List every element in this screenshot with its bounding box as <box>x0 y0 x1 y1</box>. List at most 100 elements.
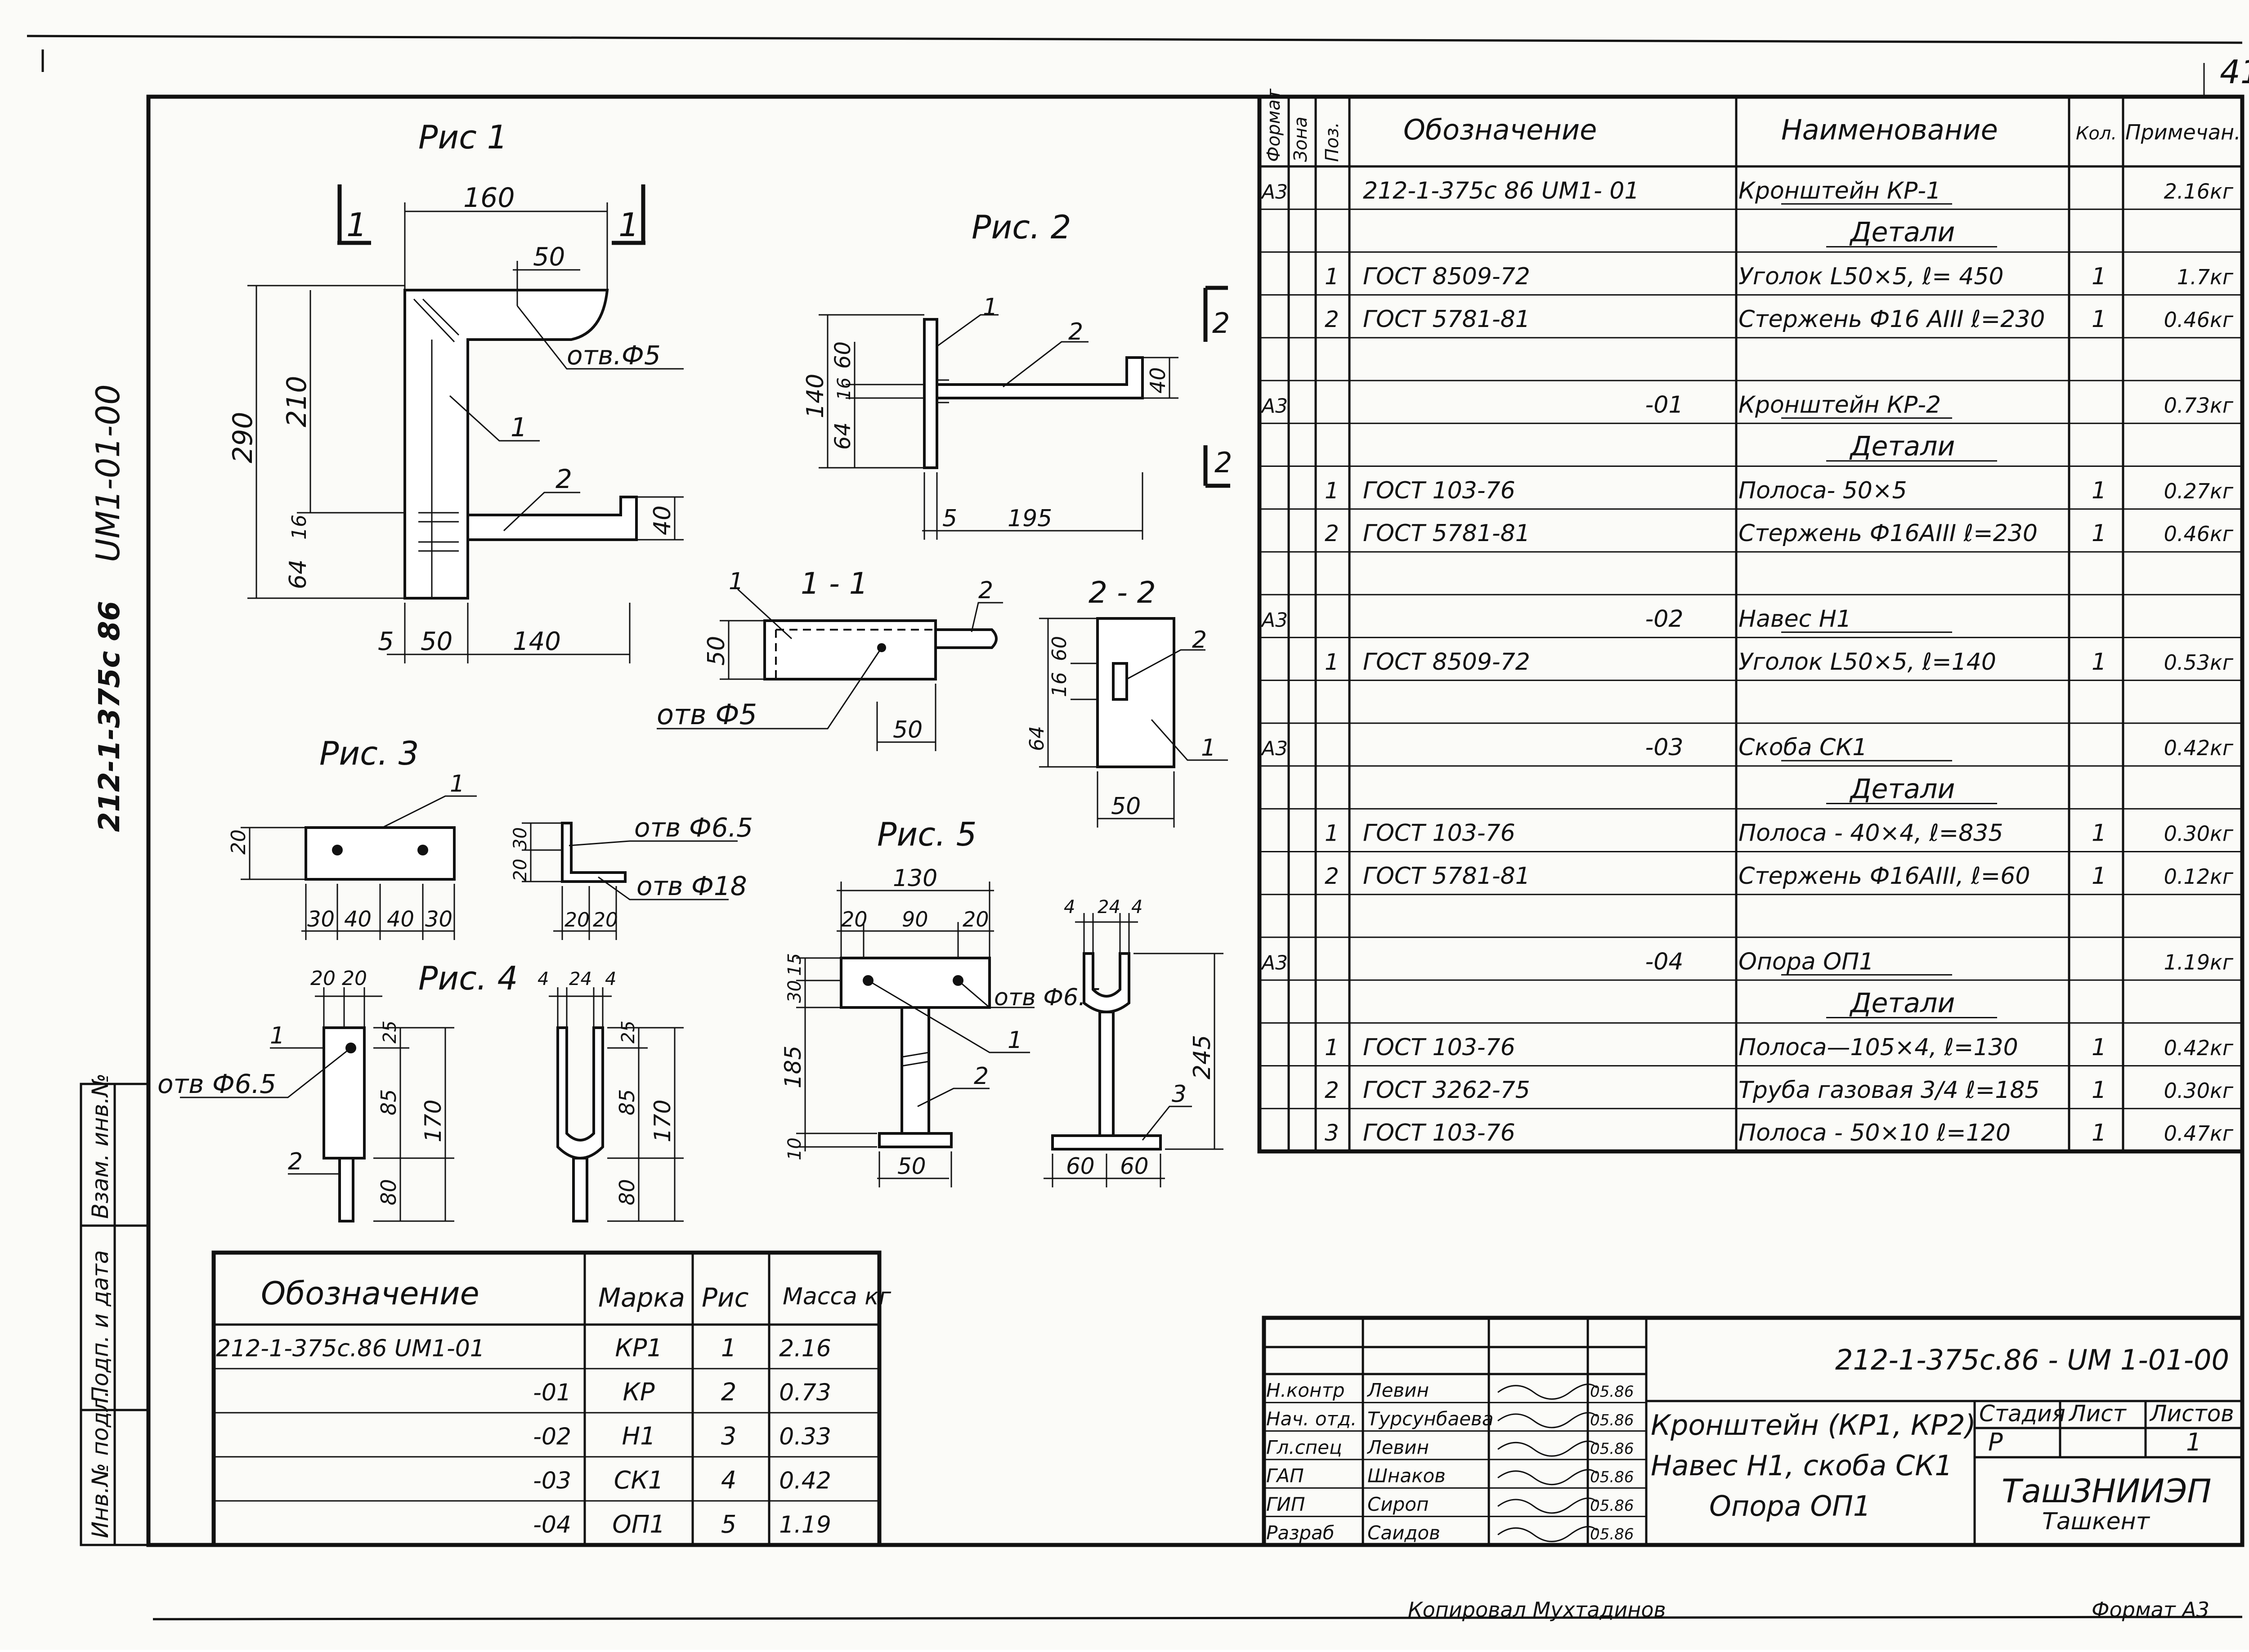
mass-cell-fig: 4 <box>721 1466 736 1495</box>
spec-cell-code: ГОСТ 5781-81 <box>1363 306 1530 333</box>
spec-cell-code: ГОСТ 103-76 <box>1363 1119 1515 1146</box>
spec-cell-qty: 1 <box>2092 477 2106 504</box>
fig4-dim-20a: 20 <box>310 967 336 990</box>
fig2-dim-195: 195 <box>1008 505 1052 532</box>
fig3-dim-40a: 40 <box>344 907 372 932</box>
vertical-doc-code: UM1-01-00 <box>89 384 127 562</box>
spec-header-1: Зона <box>1290 116 1311 162</box>
title-stage-header: Стадия <box>1979 1401 2065 1427</box>
signer-date: 05.86 <box>1590 1497 1634 1515</box>
title-sheets: 1 <box>2186 1428 2201 1456</box>
signer-name: Левин <box>1366 1379 1429 1401</box>
fig4-dim-80b: 80 <box>615 1179 639 1205</box>
signature-scribble <box>1497 1469 1598 1486</box>
spec-cell-name: Полоса - 40×4, ℓ=835 <box>1738 820 2003 847</box>
spec-cell-pos: 1 <box>1325 820 1339 846</box>
fig3-hole-65: отв Ф6.5 <box>634 812 753 843</box>
stamp-sign-label: Подп. и дата <box>87 1250 113 1403</box>
sec11-title: 1 - 1 <box>801 566 868 601</box>
spec-cell-name: Кронштейн КР-1 <box>1738 177 1941 204</box>
mass-cell-mark: СК1 <box>614 1466 663 1495</box>
spec-cell-qty: 1 <box>2092 1034 2106 1061</box>
figure-1: Рис 1 1 1 160 50 290 210 40 16 64 5 50 1… <box>227 118 684 663</box>
mass-header-code: Обозначение <box>261 1275 479 1312</box>
fig3-dim-30v: 30 <box>510 827 531 850</box>
fig5-dim-50: 50 <box>897 1153 926 1179</box>
fig3-dim-20h2: 20 <box>593 909 618 931</box>
sec11-hole-note: отв Ф5 <box>657 698 757 731</box>
spec-cell-code: ГОСТ 8509-72 <box>1363 263 1530 290</box>
signer-date: 05.86 <box>1590 1383 1634 1401</box>
spec-cell-code: -01 <box>1645 392 1684 419</box>
spec-cell-name: Стержень Ф16АIII ℓ=230 <box>1738 520 2038 547</box>
fig5-dim-20a: 20 <box>841 907 868 931</box>
fig5-dim-245: 245 <box>1189 1035 1216 1079</box>
fig3-title: Рис. 3 <box>319 734 419 772</box>
mass-cell-fig: 3 <box>721 1422 736 1451</box>
figure-4: Рис. 4 20 20 25 85 170 80 отв Ф6.5 1 2 4… <box>157 959 684 1222</box>
fig4-dim-170b: 170 <box>650 1100 676 1142</box>
fig2-dim-40: 40 <box>1146 367 1170 394</box>
spec-cell-name: Скоба СК1 <box>1738 734 1867 761</box>
fig4-dim-25b: 25 <box>618 1021 639 1043</box>
spec-cell-name: Детали <box>1849 988 1955 1019</box>
fig4-dim-4a: 4 <box>538 969 549 989</box>
fig3-dim-40b: 40 <box>387 907 414 932</box>
spec-cell-note: 0.46кг <box>2164 308 2234 332</box>
fig4-hole-note: отв Ф6.5 <box>157 1069 276 1099</box>
mass-cell-mark: КР1 <box>615 1334 662 1362</box>
signature-scribble <box>1497 1497 1598 1514</box>
spec-cell-qty: 1 <box>2092 1119 2106 1146</box>
spec-cell-code: 212-1-375с 86 UM1- 01 <box>1363 177 1639 204</box>
fig3-dim-20h1: 20 <box>564 909 590 931</box>
mass-cell-fig: 5 <box>721 1510 736 1539</box>
spec-cell-note: 0.30кг <box>2164 822 2234 846</box>
fig1-section-mark-right: 1 <box>618 206 639 244</box>
spec-cell-qty: 1 <box>2092 820 2106 847</box>
spec-cell-qty: 1 <box>2092 863 2106 890</box>
mass-cell-mass: 1.19 <box>779 1512 831 1539</box>
spec-cell-code: -03 <box>1645 734 1684 761</box>
sec11-pos-2: 2 <box>978 577 993 604</box>
footer-format: Формат А3 <box>2092 1598 2209 1622</box>
spec-header-4: Наименование <box>1781 113 1998 146</box>
title-city: Ташкент <box>2042 1508 2150 1535</box>
spec-cell-code: ГОСТ 5781-81 <box>1363 863 1530 890</box>
spec-cell-fmt: А3 <box>1260 951 1288 974</box>
mass-header-mark: Марка <box>598 1282 685 1313</box>
fig5-pos-1: 1 <box>1008 1027 1022 1054</box>
spec-cell-code: ГОСТ 8509-72 <box>1363 649 1530 676</box>
fig4-dim-25: 25 <box>380 1021 400 1043</box>
fig4-dim-170: 170 <box>420 1100 446 1142</box>
title-product-line3: Опора ОП1 <box>1709 1490 1871 1522</box>
spec-cell-pos: 2 <box>1325 520 1339 546</box>
spec-cell-note: 0.46кг <box>2164 522 2234 546</box>
spec-cell-fmt: А3 <box>1260 609 1288 632</box>
section-markers: 2 2 <box>1203 286 1232 488</box>
signer-role: ГАП <box>1266 1465 1304 1487</box>
fig4-dim-24: 24 <box>569 969 592 989</box>
sec22-dim-16: 16 <box>1048 672 1071 697</box>
fig5-dim-15: 15 <box>784 953 805 976</box>
fig5-title: Рис. 5 <box>877 815 977 853</box>
fig3-pos-1: 1 <box>450 770 465 797</box>
fig5-dim-130: 130 <box>893 865 937 892</box>
fig2-dim-60: 60 <box>830 341 856 369</box>
spec-cell-fmt: А3 <box>1260 395 1288 418</box>
spec-header-2: Поз. <box>1322 122 1343 162</box>
spec-cell-name: Навес Н1 <box>1738 606 1851 633</box>
fig2-dim-5: 5 <box>942 505 957 532</box>
section-marker-top: 2 <box>1212 307 1230 340</box>
fig2-dim-64: 64 <box>830 422 856 450</box>
fig1-dim-210: 210 <box>281 376 313 427</box>
fig3-dim-20v: 20 <box>510 859 531 882</box>
sec11-dim-50h: 50 <box>893 716 923 743</box>
fig1-dim-40: 40 <box>649 506 676 535</box>
fig4-pos-1: 1 <box>270 1022 285 1049</box>
vertical-series-code: 212-1-375c 86 <box>93 601 126 832</box>
section-2-2: 2 - 2 16 60 64 50 2 1 <box>1026 575 1228 828</box>
spec-cell-name: Уголок L50×5, ℓ= 450 <box>1738 263 2004 290</box>
stamp-inv-label: Инв.№ подл. <box>87 1390 113 1538</box>
mass-cell-mark: Н1 <box>622 1422 656 1451</box>
